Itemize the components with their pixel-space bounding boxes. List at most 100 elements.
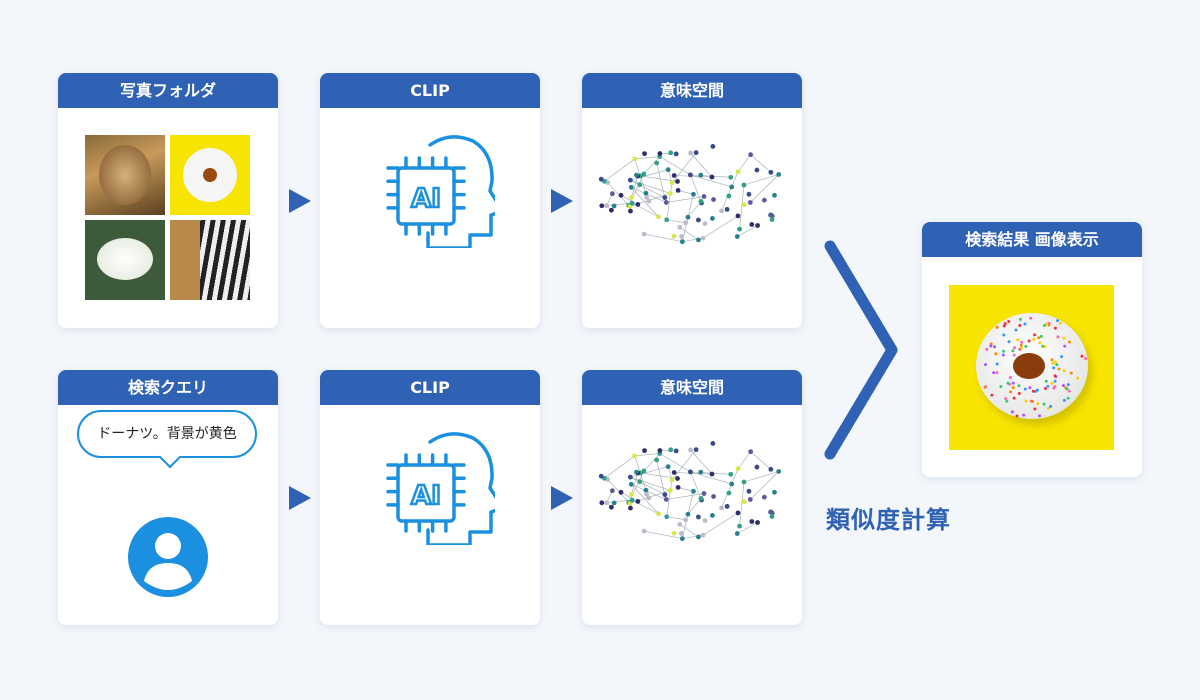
network-node: [634, 172, 639, 178]
network-edge: [690, 174, 732, 188]
network-node: [728, 174, 734, 180]
arrow-icon: [289, 189, 311, 213]
network-node: [776, 172, 782, 177]
network-node: [748, 449, 754, 455]
sprinkle: [1018, 317, 1022, 321]
sprinkle: [1031, 399, 1035, 403]
sprinkle: [999, 385, 1003, 389]
network-edge: [620, 492, 638, 502]
network-edge: [739, 184, 745, 230]
network-node: [761, 197, 767, 203]
network-node: [679, 234, 684, 239]
sprinkle: [1024, 399, 1028, 403]
network-edge: [679, 524, 699, 538]
sprinkle: [1063, 344, 1067, 348]
clip-card: CLIP AI: [320, 73, 540, 328]
sprinkle: [1006, 381, 1010, 385]
card-title: 意味空間: [582, 73, 802, 108]
network-edge: [659, 453, 691, 473]
sprinkle: [1067, 389, 1071, 393]
sprinkle: [995, 325, 999, 329]
network-edge: [630, 476, 665, 495]
network-node: [627, 474, 633, 480]
network-node: [729, 481, 735, 487]
sprinkle: [1007, 340, 1011, 344]
card-title: 写真フォルダ: [58, 73, 278, 108]
network-node: [627, 177, 633, 183]
network-node: [737, 226, 742, 232]
network-edge: [750, 471, 779, 500]
network-node: [618, 192, 624, 198]
network-node: [641, 231, 647, 237]
sprinkle: [1001, 353, 1005, 357]
sprinkle: [1022, 413, 1026, 417]
network-node: [688, 447, 693, 453]
sprinkle: [1083, 356, 1087, 360]
network-node: [643, 487, 649, 493]
network-node: [663, 497, 669, 502]
network-node: [643, 190, 649, 196]
network-edge: [750, 174, 779, 203]
card-title: 検索クエリ: [58, 370, 278, 405]
network-node: [634, 469, 639, 475]
sprinkle: [1053, 374, 1057, 378]
network-node: [735, 213, 741, 219]
sprinkle: [1060, 355, 1064, 359]
network-node: [729, 184, 735, 190]
network-node: [696, 217, 701, 223]
network-node: [755, 223, 760, 228]
network-node: [675, 476, 680, 481]
network-node: [748, 152, 754, 158]
network-node: [673, 448, 679, 454]
network-edge: [666, 196, 705, 203]
sprinkle: [1043, 387, 1047, 391]
network-edge: [666, 493, 705, 500]
network-edge: [631, 187, 659, 217]
network-edge: [690, 449, 713, 475]
network-edge: [634, 453, 660, 457]
network-node: [644, 195, 650, 200]
network-node: [691, 191, 696, 197]
network-node: [710, 215, 715, 221]
network-node: [735, 169, 741, 175]
network-edge: [737, 154, 751, 172]
network-node: [635, 202, 641, 207]
network-edge: [743, 471, 779, 483]
network-node: [669, 180, 675, 186]
network-node: [646, 495, 652, 501]
network-node: [776, 469, 782, 474]
network-node: [711, 197, 716, 202]
sprinkle: [1027, 339, 1031, 343]
network-edge: [687, 201, 702, 218]
network-node: [657, 151, 663, 156]
network-node: [768, 466, 774, 472]
card-title: CLIP: [320, 370, 540, 405]
network-node: [709, 471, 715, 477]
sprinkle: [1039, 334, 1043, 338]
similarity-calculation-label: 類似度計算: [826, 506, 951, 534]
network-edge: [737, 451, 751, 469]
network-edge: [739, 481, 745, 527]
network-node: [675, 485, 681, 490]
lion-photo: [85, 135, 165, 215]
network-edge: [643, 156, 660, 175]
network-node: [769, 217, 775, 222]
network-node: [768, 169, 774, 175]
network-edge: [674, 175, 712, 178]
sprinkle: [1002, 324, 1006, 328]
sprinkle: [1010, 410, 1014, 414]
network-node: [735, 466, 741, 472]
donut-photo: [170, 135, 250, 215]
network-node: [710, 512, 715, 518]
network-node: [772, 192, 777, 198]
network-edge: [678, 487, 694, 492]
network-node: [663, 200, 669, 205]
network-node: [701, 491, 707, 496]
sprinkle: [1046, 384, 1050, 388]
network-node: [685, 214, 691, 220]
network-node: [741, 499, 747, 505]
network-node: [671, 233, 677, 239]
sprinkle: [1014, 328, 1018, 332]
sprinkle: [1038, 341, 1042, 345]
svg-text:AI: AI: [411, 481, 441, 511]
